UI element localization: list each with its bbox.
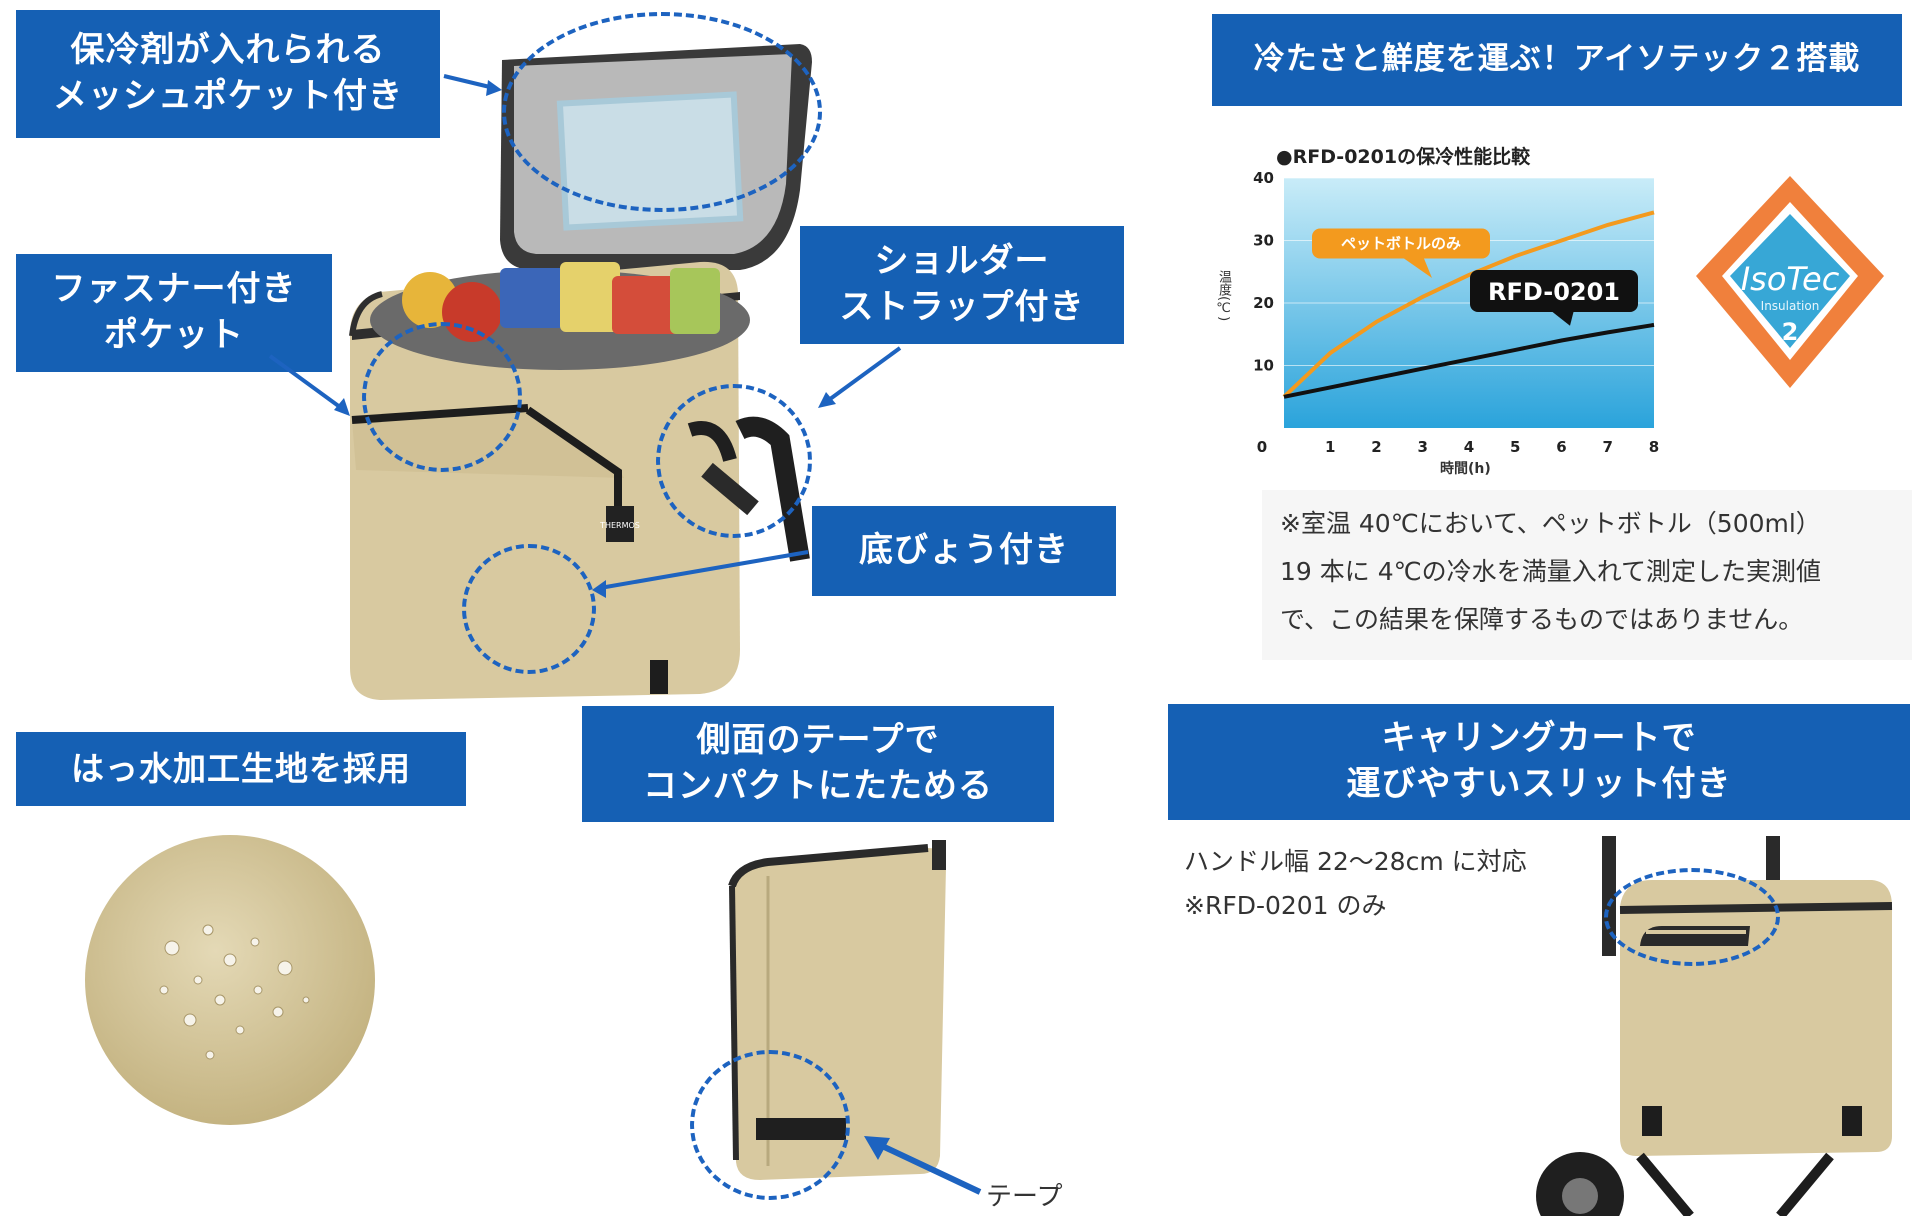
chart-note-line1: ※室温 40℃において、ペットボトル（500ml）	[1280, 509, 1821, 538]
callout-isotec-banner-text: 冷たさと鮮度を運ぶ！アイソテック２搭載	[1253, 41, 1861, 78]
callout-compact-fold-line1: 側面のテープで	[696, 720, 940, 761]
chart-series-line-1	[1282, 210, 1655, 399]
isotec-logo: IsoTec Insulation 2	[1696, 176, 1884, 388]
chart-x-tick: 3	[1418, 438, 1428, 456]
chart-x-tick: 4	[1464, 438, 1474, 456]
chart-x-tick: 5	[1510, 438, 1520, 456]
callout-shoulder-strap-line2: ストラップ付き	[839, 287, 1085, 327]
tape-highlight	[690, 1050, 850, 1200]
tape-arrow	[864, 1136, 982, 1195]
callout-mesh-pocket-line1: 保冷剤が入れられる	[70, 30, 386, 71]
callout-cart-slit-line1: キャリングカートで	[1381, 718, 1697, 759]
callout-mesh-pocket: 保冷剤が入れられる メッシュポケット付き	[16, 10, 440, 138]
chart-note	[1262, 490, 1912, 660]
chart-y-tick: 40	[1253, 169, 1274, 187]
cold-retention-chart: 0 1 2 3 4 5 6 7 8 10 20 30 40 ペットボトルのみ RFD-0201	[1253, 169, 1659, 456]
callout-cart-slit: キャリングカートで 運びやすいスリット付き	[1168, 704, 1910, 820]
svg-text:RFD-0201: RFD-0201	[1488, 278, 1620, 306]
callout-mesh-pocket-line2: メッシュポケット付き	[53, 76, 403, 116]
cart-note-line1: ハンドル幅 22～28cm に対応	[1184, 847, 1527, 876]
chart-y-tick: 30	[1253, 232, 1274, 250]
callout-zipper-pocket-line1: ファスナー付き	[51, 269, 297, 310]
callout-isotec-banner: 冷たさと鮮度を運ぶ！アイソテック２搭載	[1212, 14, 1902, 106]
chart-x-tick: 6	[1556, 438, 1566, 456]
callout-zipper-pocket: ファスナー付き ポケット	[16, 254, 332, 372]
callout-shoulder-strap-line1: ショルダー	[874, 241, 1050, 282]
chart-x-tick: 1	[1325, 438, 1335, 456]
callout-compact-fold-line2: コンパクトにたためる	[643, 766, 993, 806]
chart-series-line-2	[1283, 322, 1655, 399]
chart-ylabel: 温度(℃)	[1216, 270, 1231, 322]
cart-note-line2: ※RFD-0201 のみ	[1184, 891, 1387, 920]
callout-cart-slit-line2: 運びやすいスリット付き	[1346, 764, 1732, 804]
shoulder-strap-highlight	[656, 384, 812, 538]
zipper-pocket-highlight	[362, 322, 522, 472]
svg-text:ペットボトルのみ: ペットボトルのみ	[1341, 235, 1461, 253]
chart-y-tick: 10	[1253, 357, 1274, 375]
callout-zipper-pocket-line2: ポケット	[104, 315, 244, 355]
fabric-droplets-photo	[85, 835, 375, 1125]
callout-water-repellent: はっ水加工生地を採用	[16, 732, 466, 806]
tape-label: テープ	[986, 1182, 1063, 1212]
chart-xlabel: 時間(h)	[1440, 461, 1491, 477]
chart-x-tick: 0	[1257, 438, 1267, 456]
callout-bottom-studs-text: 底びょう付き	[859, 530, 1069, 571]
chart-x-tick: 7	[1603, 438, 1613, 456]
mesh-pocket-highlight	[502, 12, 822, 212]
isotec-logo-text: IsoTec	[1741, 260, 1840, 298]
chart-series-label-2: RFD-0201	[1470, 270, 1638, 326]
chart-note-line2: 19 本に 4℃の冷水を満量入れて測定した実測値	[1280, 557, 1821, 586]
callout-compact-fold: 側面のテープで コンパクトにたためる	[582, 706, 1054, 822]
brand-tag: THERMOS	[599, 521, 640, 530]
chart-note-line3: で、この結果を保障するものではありません。	[1280, 605, 1804, 634]
callout-shoulder-strap: ショルダー ストラップ付き	[800, 226, 1124, 344]
cart-slit-highlight	[1604, 868, 1780, 966]
chart-x-tick: 2	[1371, 438, 1381, 456]
callout-bottom-studs: 底びょう付き	[812, 506, 1116, 596]
chart-series-label-1: ペットボトルのみ	[1312, 228, 1490, 278]
chart-x-tick: 8	[1649, 438, 1659, 456]
bottom-studs-highlight	[462, 544, 596, 674]
isotec-logo-num: 2	[1782, 318, 1799, 346]
chart-y-tick: 20	[1253, 294, 1274, 312]
isotec-logo-sub: Insulation	[1761, 299, 1820, 313]
chart-title: ●RFD-0201の保冷性能比較	[1276, 146, 1531, 168]
callout-water-repellent-text: はっ水加工生地を採用	[71, 748, 411, 788]
